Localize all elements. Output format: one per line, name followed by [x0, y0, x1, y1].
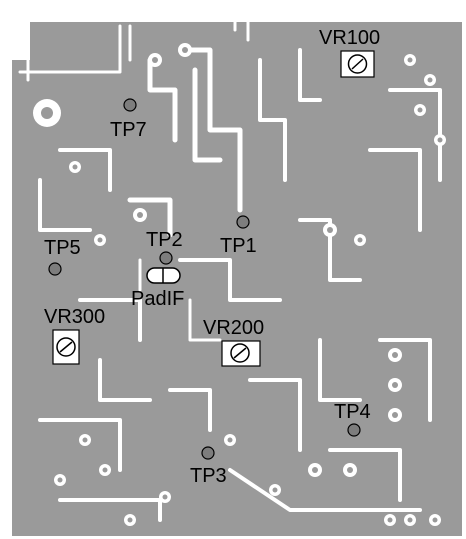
vr300-slot	[59, 341, 73, 353]
copper-traces	[38, 47, 442, 522]
tp7-label: TP7	[110, 119, 147, 141]
tp1-marker	[236, 215, 250, 229]
tp4-label: TP4	[334, 401, 371, 423]
edge-traces	[6, 12, 250, 252]
testpoint-tp5[interactable]: TP5	[44, 237, 81, 276]
trimmer-vr200[interactable]: VR200	[203, 317, 264, 367]
tp3-marker	[201, 446, 215, 460]
tp2-marker	[159, 251, 173, 265]
tp1-label: TP1	[220, 235, 257, 257]
trimmer-vr300[interactable]: VR300	[44, 306, 105, 365]
tp2-label: TP2	[146, 229, 183, 251]
trimmer-vr100[interactable]: VR100	[319, 27, 380, 78]
tp5-marker	[48, 262, 62, 276]
tp5-label: TP5	[44, 237, 81, 259]
vr200-slot	[233, 347, 247, 359]
tp4-marker	[347, 423, 361, 437]
vr100-slot	[351, 58, 364, 70]
testpoint-tp7[interactable]: TP7	[110, 98, 147, 141]
testpoint-tp1[interactable]: TP1	[220, 215, 257, 257]
tp3-label: TP3	[190, 465, 227, 487]
vr100-label: VR100	[319, 27, 380, 49]
tp7-marker	[123, 98, 137, 112]
padif-label: PadIF	[131, 288, 184, 310]
pcb-pads	[33, 43, 446, 526]
testpoint-tp3[interactable]: TP3	[190, 446, 227, 487]
pad-padif[interactable]: PadIF	[131, 267, 184, 310]
vr300-label: VR300	[44, 306, 105, 328]
pcb-board	[12, 22, 462, 536]
testpoint-tp4[interactable]: TP4	[334, 401, 371, 437]
testpoint-tp2[interactable]: TP2	[146, 229, 183, 265]
vr200-label: VR200	[203, 317, 264, 339]
